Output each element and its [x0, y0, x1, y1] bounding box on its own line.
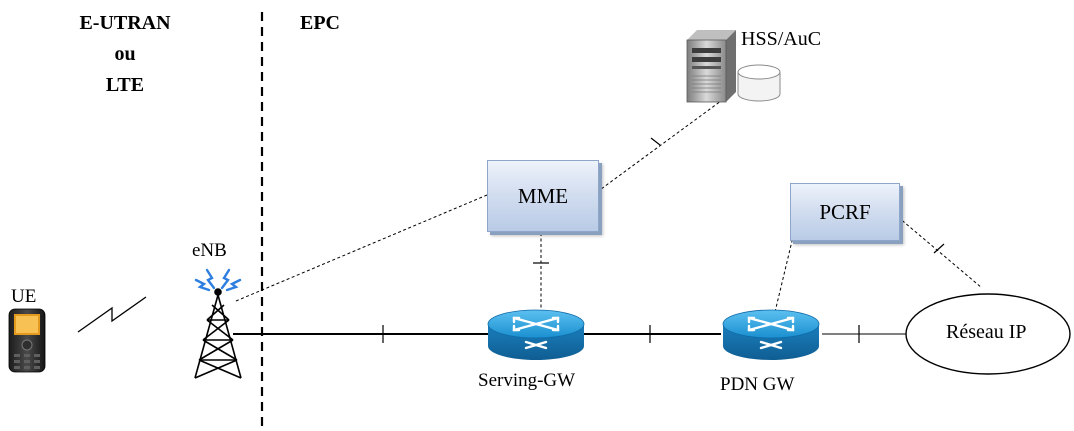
core-domain-title: EPC — [300, 12, 340, 34]
ue-label: UE — [11, 286, 37, 307]
pcrf-node: PCRF — [790, 183, 900, 241]
tick-pcrf-ip — [933, 243, 945, 254]
access-domain-line-1: E-UTRAN — [79, 12, 171, 34]
mme-label: MME — [517, 183, 569, 208]
sgw-label: Serving-GW — [478, 370, 576, 391]
pcrf-label: PCRF — [819, 199, 871, 224]
access-domain-line-3: LTE — [105, 74, 145, 96]
link-enb-mme — [235, 194, 488, 302]
access-domain-title: E-UTRAN ou LTE — [70, 8, 180, 101]
server-icon — [686, 30, 736, 103]
link-mme-hss — [596, 97, 726, 193]
ip-network-ellipse — [905, 293, 1071, 375]
router-icon — [722, 309, 820, 360]
radio-link-icon — [77, 296, 147, 333]
access-domain-line-2: ou — [114, 43, 136, 65]
antenna-tower-icon — [194, 288, 242, 379]
enb-label: eNB — [192, 240, 227, 261]
mme-node: MME — [487, 160, 599, 232]
radio-wave-icon — [194, 268, 242, 292]
hss-label: HSS/AuC — [741, 28, 822, 50]
database-icon — [737, 64, 781, 102]
tick-mme-hss — [650, 137, 661, 146]
link-pcrf-ip — [897, 216, 983, 289]
mobile-phone-icon — [8, 308, 46, 373]
pgw-label: PDN GW — [720, 374, 795, 395]
link-pgw-pcrf — [774, 240, 793, 313]
router-icon — [487, 309, 585, 360]
ip-network-label: Réseau IP — [946, 321, 1027, 343]
